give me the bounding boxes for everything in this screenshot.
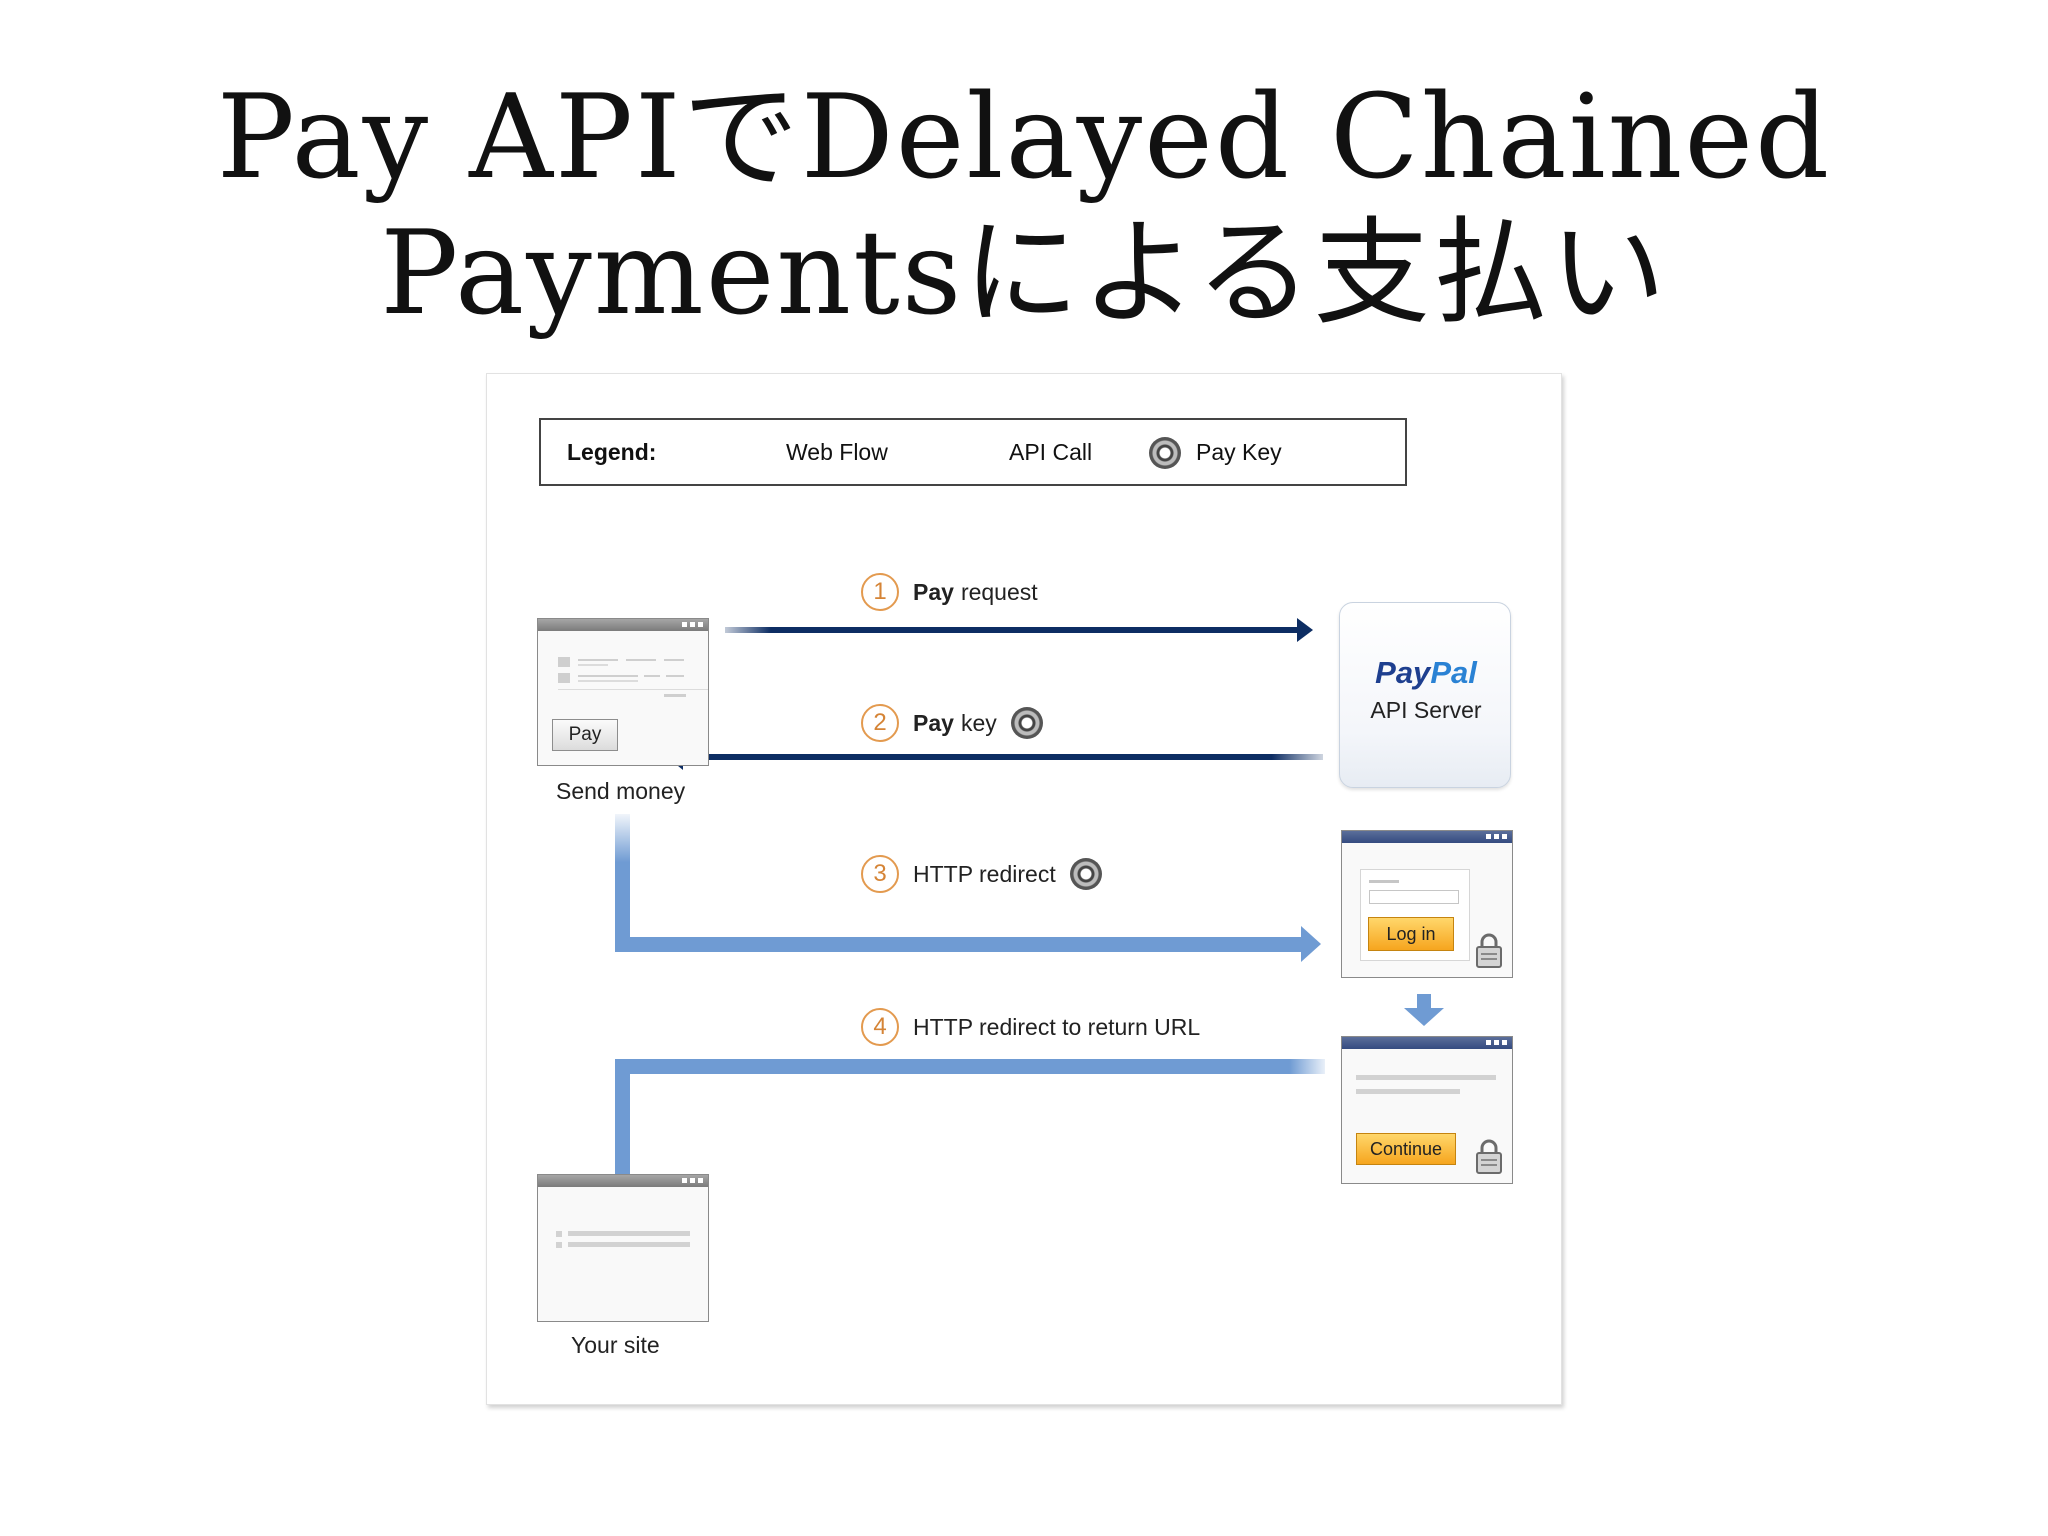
step-1-label: 1 Pay request: [861, 573, 1038, 611]
step-3-number: 3: [861, 855, 899, 893]
step-3-text: HTTP redirect: [913, 860, 1056, 887]
step-4-label: 4 HTTP redirect to return URL: [861, 1008, 1200, 1046]
slide-title: Pay APIでDelayed Chained Paymentsによる支払い: [0, 70, 2048, 342]
login-lock-icon: [1476, 933, 1502, 968]
step-2-label: 2 Pay key: [861, 704, 1043, 742]
login-input[interactable]: [1369, 890, 1459, 904]
step-1-number: 1: [861, 573, 899, 611]
legend-web-flow-label: Web Flow: [786, 439, 888, 465]
step-3-pay-key-icon: [1069, 858, 1102, 890]
send-money-titlebar: [538, 619, 708, 631]
your-site-caption: Your site: [571, 1332, 660, 1358]
step1-api-arrow: [725, 618, 1313, 642]
login-button[interactable]: Log in: [1368, 917, 1454, 951]
pay-button[interactable]: Pay: [552, 719, 618, 751]
legend-pay-key-label: Pay Key: [1196, 439, 1282, 465]
flow-diagram: Legend: Web Flow API Call Pay Key 1 Pay …: [486, 373, 1562, 1405]
send-money-form-lines: [558, 657, 708, 697]
paypal-api-server-label: API Server: [1370, 697, 1482, 723]
paypal-continue-window: Continue: [1341, 1036, 1513, 1184]
flow-arrows: [603, 440, 1444, 1216]
title-line-2: Paymentsによる支払い: [380, 206, 1668, 341]
step4-web-arrow: [603, 1059, 1325, 1216]
paypal-logo: PayPal: [1375, 655, 1477, 690]
send-money-window: Pay: [537, 618, 709, 766]
step-3-label: 3 HTTP redirect: [861, 855, 1102, 893]
step2-api-arrow: [667, 744, 1323, 770]
pay-key-icon: [1149, 437, 1181, 469]
step-2-pay-key-icon: [1010, 707, 1043, 739]
your-site-window: [537, 1174, 709, 1322]
step-2-bold: Pay: [913, 709, 954, 736]
step3-web-arrow: [615, 814, 1321, 962]
step-1-text: request: [960, 578, 1038, 605]
legend-api-call-label: API Call: [1009, 439, 1093, 465]
paypal-continue-titlebar: [1342, 1037, 1512, 1049]
your-site-content-lines: [556, 1231, 690, 1248]
step-2-number: 2: [861, 704, 899, 742]
paypal-api-server: PayPal API Server: [1339, 602, 1511, 788]
legend: Legend: Web Flow API Call Pay Key: [539, 418, 1407, 486]
continue-lock-icon: [1476, 1139, 1502, 1174]
your-site-titlebar: [538, 1175, 708, 1187]
continue-button[interactable]: Continue: [1356, 1133, 1456, 1165]
title-line-1: Pay APIでDelayed Chained: [216, 70, 1832, 205]
send-money-caption: Send money: [556, 778, 686, 804]
step-1-bold: Pay: [913, 578, 954, 605]
step-4-number: 4: [861, 1008, 899, 1046]
login-to-continue-arrow: [1404, 994, 1444, 1026]
step-2-text: key: [960, 709, 997, 736]
legend-label: Legend:: [567, 439, 657, 465]
paypal-login-window: Log in: [1341, 830, 1513, 978]
step-4-text: HTTP redirect to return URL: [913, 1013, 1201, 1040]
paypal-login-titlebar: [1342, 831, 1512, 843]
